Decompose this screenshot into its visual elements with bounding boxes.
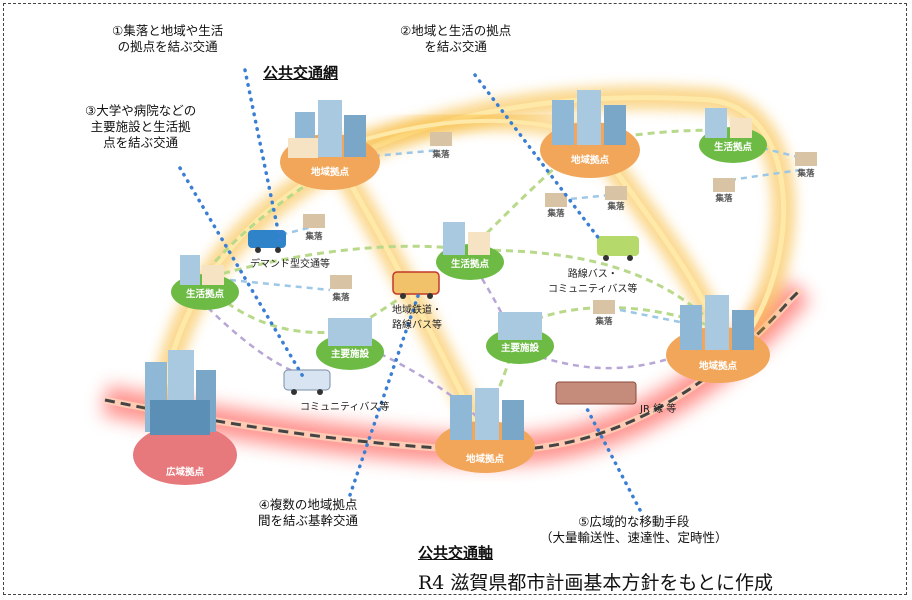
callout-4-label: ④複数の地域拠点間を結ぶ基幹交通 <box>258 497 359 528</box>
community-bus-label: コミュニティバス等 <box>300 402 390 413</box>
life-hub-1: 生活拠点 <box>171 255 239 310</box>
svg-text:集落: 集落 <box>714 193 733 204</box>
svg-text:集落: 集落 <box>594 316 613 327</box>
villages: 集落 集落 集落 集落 集落 集落 集落 集落 <box>303 132 817 327</box>
village-4: 集落 <box>545 193 567 219</box>
wide-hub-label: 広域拠点 <box>166 466 205 478</box>
callout-line-5 <box>583 403 642 512</box>
village-5: 集落 <box>605 186 627 212</box>
callout-lines <box>178 68 642 512</box>
callout-line-2 <box>473 73 602 242</box>
dashed-frame <box>3 3 907 595</box>
rail-bus-icon <box>392 271 440 299</box>
source-note: R4 滋賀県都市計画基本方針をもとに作成 <box>418 572 774 594</box>
svg-text:地域拠点: 地域拠点 <box>699 360 738 372</box>
svg-text:地域拠点: 地域拠点 <box>571 154 610 166</box>
callout-3-label: ③大学や病院などの主要施設と生活拠点を結ぶ交通 <box>85 103 197 150</box>
village-3: 集落 <box>330 275 352 303</box>
network-title: 公共交通網 <box>263 64 339 82</box>
regional-hub-3: 地域拠点 <box>666 295 770 383</box>
demand-vehicle-icon <box>248 230 286 253</box>
main-facility-2: 主要施設 <box>486 312 554 364</box>
life-hub-3: 生活拠点 <box>699 108 767 163</box>
svg-text:集落: 集落 <box>546 208 565 219</box>
svg-text:集落: 集落 <box>796 168 815 179</box>
callout-1-label: ①集落と地域や生活の拠点を結ぶ交通 <box>112 23 224 54</box>
community-bus-icon <box>283 369 331 395</box>
village-8: 集落 <box>593 300 615 327</box>
svg-text:地域拠点: 地域拠点 <box>466 453 505 465</box>
village-7: 集落 <box>795 152 817 179</box>
wide-hub: 広域拠点 <box>133 350 237 485</box>
callout-line-4 <box>348 288 422 497</box>
svg-text:地域拠点: 地域拠点 <box>311 166 350 178</box>
svg-text:生活拠点: 生活拠点 <box>451 258 490 270</box>
svg-text:生活拠点: 生活拠点 <box>714 141 753 153</box>
svg-text:集落: 集落 <box>606 201 625 212</box>
svg-text:集落: 集落 <box>304 231 323 242</box>
regional-hub-1: 地域拠点 <box>280 100 380 190</box>
main-facility-1: 主要施設 <box>316 318 384 370</box>
village-6: 集落 <box>713 178 735 204</box>
route-bus-label: 路線バス・コミュニティバス等 <box>548 269 638 295</box>
village-1: 集落 <box>430 132 452 160</box>
svg-text:集落: 集落 <box>331 292 350 303</box>
callout-line-1 <box>243 68 282 242</box>
axis-title: 公共交通軸 <box>418 544 494 562</box>
life-hub-2: 生活拠点 <box>436 222 504 280</box>
svg-text:主要施設: 主要施設 <box>331 348 370 360</box>
jr-train-icon <box>555 381 637 405</box>
rail-bus-label: 地域鉄道・路線バス等 <box>392 305 442 331</box>
svg-text:集落: 集落 <box>431 149 450 160</box>
route-bus-icon <box>597 236 639 261</box>
callout-2-label: ②地域と生活の拠点を結ぶ交通 <box>400 23 512 54</box>
regional-hub-4: 地域拠点 <box>435 388 535 473</box>
svg-text:生活拠点: 生活拠点 <box>186 288 225 300</box>
callout-5-label: ⑤広域的な移動手段（大量輸送性、速達性、定時性） <box>540 514 728 545</box>
svg-text:主要施設: 主要施設 <box>501 342 540 354</box>
jr-label: JR 線 等 <box>640 404 677 415</box>
village-2: 集落 <box>303 214 325 242</box>
demand-vehicle-label: デマンド型交通等 <box>250 259 330 270</box>
regional-hub-2: 地域拠点 <box>540 90 640 178</box>
